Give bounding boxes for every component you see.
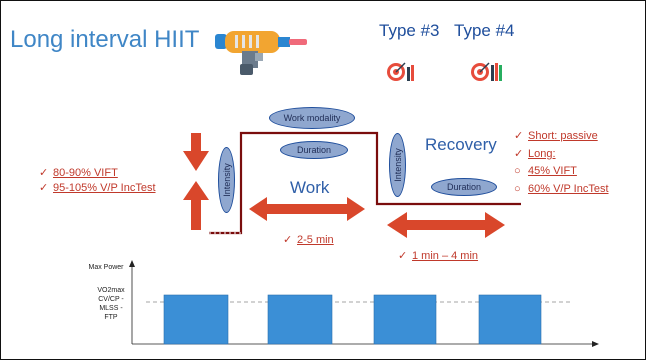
intensity-ellipse-left: Intensity	[218, 147, 235, 213]
recovery-duration-ellipse: Duration	[431, 178, 497, 196]
left-check-2: ✓95-105% V/P IncTest	[39, 182, 156, 194]
type-4-label: Type #4	[454, 21, 515, 40]
work-modality-label: Work modality	[283, 113, 341, 123]
left-check-1: ✓80-90% VIFT	[39, 167, 118, 179]
threshold-label: VO2max CV/CP - MLSS - FTP	[97, 287, 125, 321]
intensity-left-label: Intensity	[221, 163, 232, 197]
right-check-3-text: 45% VIFT	[528, 165, 577, 177]
type-3-label: Type #3	[379, 21, 440, 40]
recovery-duration-arrow	[387, 212, 505, 238]
recovery-duration-ellipse-label: Duration	[446, 182, 482, 192]
recovery-duration-text: 1 min – 4 min	[412, 250, 479, 262]
work-bar-3	[373, 294, 437, 345]
right-check-4: ○60% V/P IncTest	[514, 183, 609, 195]
intensity-down-arrow	[183, 133, 209, 171]
work-duration-text: 2-5 min	[297, 234, 334, 246]
intensity-up-arrow	[183, 181, 209, 230]
target-bars-icon-type-3	[387, 62, 414, 81]
right-check-4-text: 60% V/P IncTest	[528, 183, 609, 195]
target-bars-icon-type-4	[471, 62, 502, 81]
right-check-2: ✓Long:	[514, 148, 556, 160]
recovery-duration-note: ✓1 min – 4 min	[398, 250, 479, 262]
work-bar-2	[267, 294, 333, 345]
work-modality-ellipse: Work modality	[269, 107, 355, 129]
work-duration-arrow	[249, 197, 365, 221]
work-label: Work	[290, 178, 330, 197]
right-check-1-text: Short: passive	[528, 130, 598, 142]
chart-ylabel: Max Power	[88, 264, 124, 271]
work-bar-4	[478, 294, 542, 345]
work-duration-note: ✓2-5 min	[283, 234, 334, 246]
work-duration-ellipse: Duration	[280, 141, 348, 159]
right-check-2-text: Long:	[528, 148, 556, 160]
work-duration-ellipse-label: Duration	[296, 145, 332, 155]
left-check-1-text: 80-90% VIFT	[53, 167, 118, 179]
right-check-1: ✓Short: passive	[514, 130, 598, 142]
slide-title: Long interval HIIT	[10, 26, 200, 53]
intensity-right-label: Intensity	[392, 148, 403, 182]
water-gun-icon	[215, 31, 307, 75]
right-check-3: ○45% VIFT	[514, 165, 577, 177]
work-bar-1	[163, 294, 229, 345]
intensity-ellipse-right: Intensity	[389, 133, 406, 197]
recovery-label: Recovery	[425, 135, 497, 154]
left-check-2-text: 95-105% V/P IncTest	[53, 182, 156, 194]
